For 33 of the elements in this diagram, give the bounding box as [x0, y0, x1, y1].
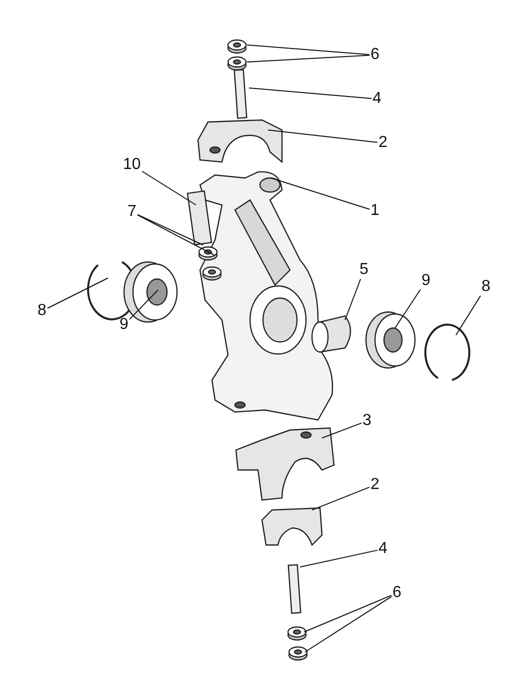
- leader-line: [137, 214, 204, 246]
- leader-line: [456, 295, 481, 336]
- leader-line: [270, 178, 370, 210]
- callout-number: 9: [420, 272, 432, 290]
- callout-number: 4: [372, 90, 382, 108]
- leader-line: [47, 278, 108, 309]
- leader-line: [142, 170, 196, 206]
- leader-line: [268, 130, 378, 143]
- leader-line: [304, 594, 392, 632]
- callout-number: 2: [378, 134, 388, 152]
- callout-number: 8: [36, 302, 48, 320]
- callout-number: 6: [370, 46, 380, 64]
- leader-line: [246, 54, 370, 62]
- leader-line: [344, 278, 362, 320]
- leader-line: [300, 550, 378, 568]
- leader-line: [304, 596, 392, 652]
- leader-line: [394, 288, 421, 328]
- callout-number: 5: [358, 261, 370, 279]
- callout-number: 8: [480, 278, 492, 296]
- callout-number: 7: [126, 203, 138, 221]
- callout-number: 2: [370, 476, 380, 494]
- leader-line: [246, 44, 370, 56]
- callout-number: 6: [392, 584, 402, 602]
- leader-line: [312, 486, 370, 510]
- callout-number: 9: [118, 316, 130, 334]
- callout-number: 10: [122, 156, 142, 174]
- leader-line: [322, 422, 362, 438]
- leader-line: [129, 290, 158, 320]
- callout-number: 4: [378, 540, 388, 558]
- callout-number: 3: [362, 412, 372, 430]
- callout-number: 1: [370, 202, 380, 220]
- leader-line: [248, 88, 372, 100]
- leader-line: [137, 214, 214, 256]
